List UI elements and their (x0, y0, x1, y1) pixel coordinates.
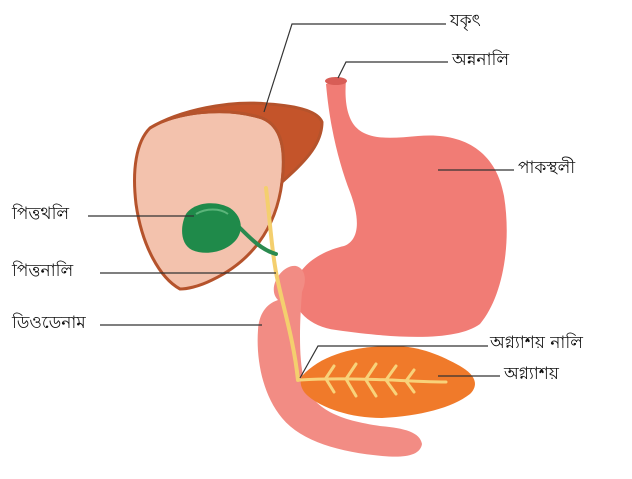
label-gallbladder: পিত্তথলি (12, 206, 69, 223)
label-stomach: পাকস্থলী (518, 160, 575, 177)
pancreas (300, 346, 475, 418)
label-pancreas: অগ্ন্যাশয় (504, 366, 559, 383)
stomach (293, 77, 506, 337)
leader-esophagus (338, 62, 448, 78)
label-pancreatic-duct: অগ্ন্যাশয় নালি (490, 335, 583, 352)
label-esophagus: অন্ননালি (452, 52, 509, 69)
label-bile-duct: পিত্তনালি (12, 263, 73, 280)
esophagus-top (325, 77, 347, 85)
liver (135, 103, 322, 289)
label-liver: যকৃৎ (450, 13, 481, 30)
stomach-body (293, 80, 506, 337)
label-duodenum: ডিওডেনাম (12, 315, 86, 332)
liver-front-lobe (135, 112, 284, 289)
leader-liver (264, 24, 446, 112)
